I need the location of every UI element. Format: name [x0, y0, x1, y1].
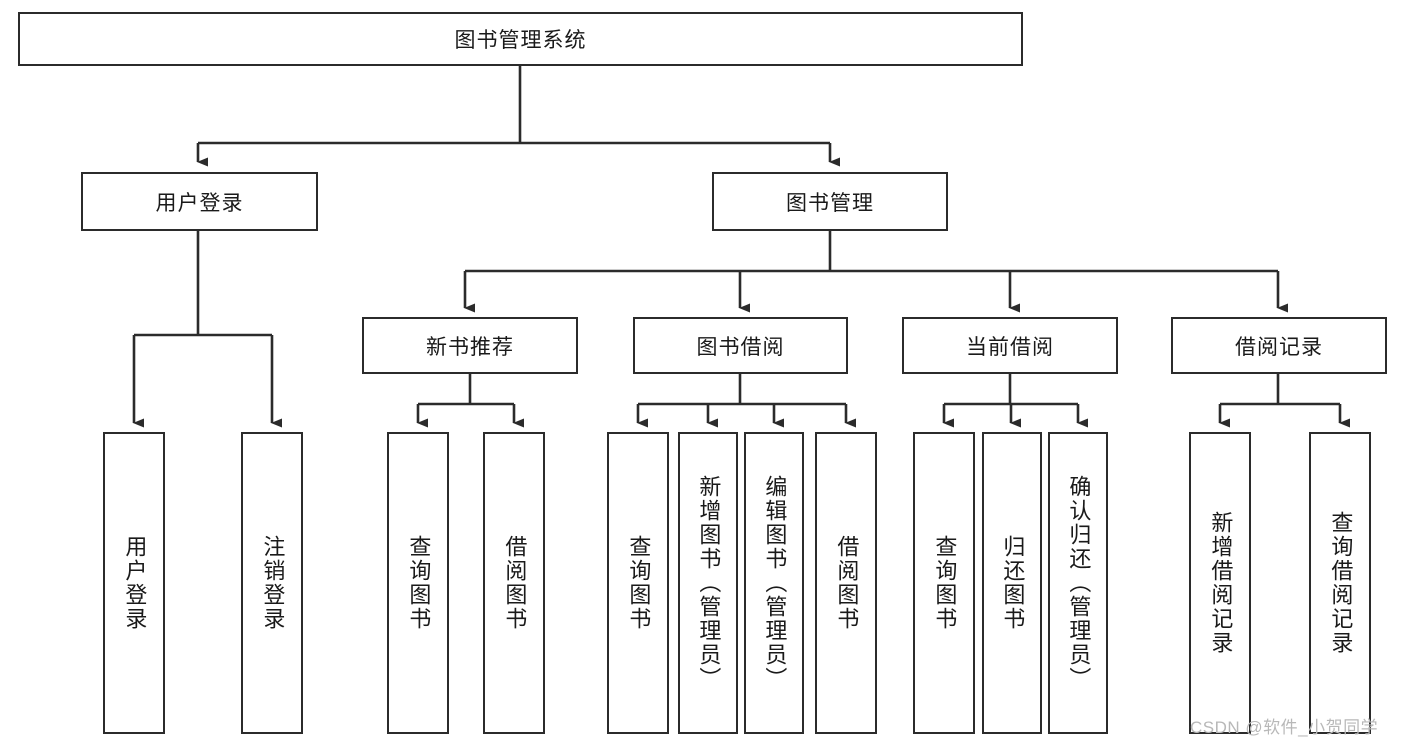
leaf-current-borrow-return[interactable]: 归还图书	[982, 432, 1042, 734]
leaf-user-login-signout[interactable]: 注销登录	[241, 432, 303, 734]
node-root-label: 图书管理系统	[454, 29, 587, 52]
leaf-borrow-record-query[interactable]: 查询借阅记录	[1309, 432, 1371, 734]
node-new-book-recommend[interactable]: 新书推荐	[362, 317, 578, 374]
node-borrow-record[interactable]: 借阅记录	[1171, 317, 1387, 374]
leaf-book-borrow-add[interactable]: 新增图书（管理员）	[678, 432, 738, 734]
leaf-label: 用户登录	[122, 535, 148, 631]
node-borrow-record-label: 借阅记录	[1235, 335, 1323, 359]
leaf-label: 新增借阅记录	[1208, 511, 1234, 655]
node-book-borrow-label: 图书借阅	[696, 335, 785, 359]
leaf-book-borrow-edit[interactable]: 编辑图书（管理员）	[744, 432, 804, 734]
node-book-borrow[interactable]: 图书借阅	[633, 317, 848, 374]
leaf-label: 新增图书（管理员）	[696, 475, 722, 691]
node-book-management[interactable]: 图书管理	[712, 172, 948, 231]
leaf-current-borrow-query[interactable]: 查询图书	[913, 432, 975, 734]
leaf-label: 确认归还（管理员）	[1066, 475, 1092, 691]
node-user-login-label: 用户登录	[155, 191, 244, 215]
node-current-borrow-label: 当前借阅	[966, 335, 1054, 359]
leaf-label: 查询图书	[406, 535, 432, 631]
node-root[interactable]: 图书管理系统	[18, 12, 1023, 66]
leaf-borrow-record-add[interactable]: 新增借阅记录	[1189, 432, 1251, 734]
node-new-book-recommend-label: 新书推荐	[426, 335, 514, 359]
node-user-login[interactable]: 用户登录	[81, 172, 318, 231]
leaf-label: 注销登录	[260, 535, 286, 631]
leaf-label: 归还图书	[1000, 535, 1026, 631]
leaf-user-login-signin[interactable]: 用户登录	[103, 432, 165, 734]
node-book-management-label: 图书管理	[786, 191, 874, 215]
leaf-label: 编辑图书（管理员）	[762, 475, 788, 691]
leaf-book-borrow-borrow[interactable]: 借阅图书	[815, 432, 877, 734]
leaf-label: 查询图书	[626, 535, 652, 631]
leaf-new-book-query[interactable]: 查询图书	[387, 432, 449, 734]
leaf-label: 借阅图书	[502, 535, 528, 631]
leaf-new-book-borrow[interactable]: 借阅图书	[483, 432, 545, 734]
leaf-label: 借阅图书	[834, 535, 860, 631]
node-current-borrow[interactable]: 当前借阅	[902, 317, 1118, 374]
leaf-book-borrow-query[interactable]: 查询图书	[607, 432, 669, 734]
leaf-current-borrow-confirm-return[interactable]: 确认归还（管理员）	[1048, 432, 1108, 734]
leaf-label: 查询借阅记录	[1328, 511, 1354, 655]
csdn-watermark: CSDN @软件_小贺同学	[1190, 718, 1379, 737]
leaf-label: 查询图书	[932, 535, 958, 631]
